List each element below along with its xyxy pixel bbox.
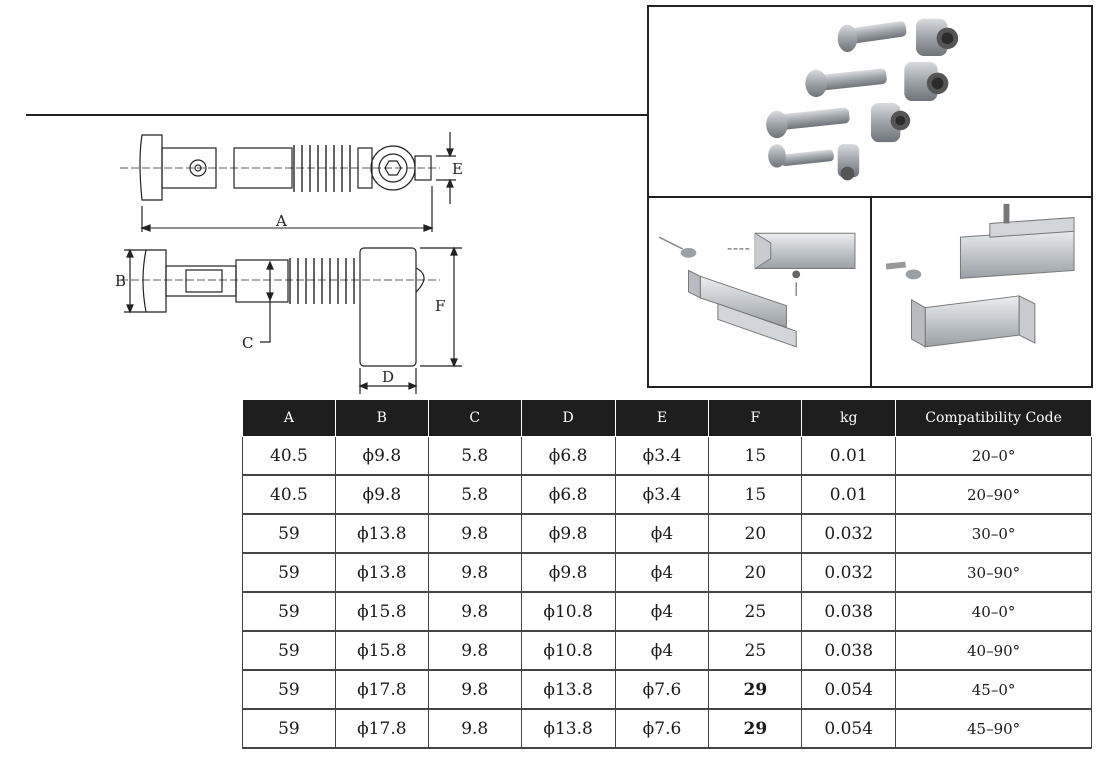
connector-part-1 <box>837 18 959 56</box>
assembly-illustration-left <box>647 196 872 388</box>
cell-d: ϕ10.8 <box>520 630 616 671</box>
cell-a: 40.5 <box>242 436 336 476</box>
cell-d: ϕ10.8 <box>520 591 616 632</box>
dim-label-c: C <box>242 334 253 352</box>
header-e: E <box>614 399 710 437</box>
cell-c: 9.8 <box>427 591 522 632</box>
cell-e: ϕ7.6 <box>614 669 710 710</box>
cell-c: 9.8 <box>427 630 522 671</box>
cell-c: 5.8 <box>427 474 522 515</box>
cell-e: ϕ4 <box>614 552 710 593</box>
cell-d: ϕ13.8 <box>520 708 616 749</box>
cell-f: 20 <box>708 513 803 554</box>
cell-compatibility-code: 30–0° <box>895 513 1092 554</box>
dim-label-a: A <box>275 212 287 230</box>
cell-compatibility-code: 30–90° <box>895 552 1092 593</box>
cell-b: ϕ13.8 <box>334 552 429 593</box>
cell-f: 20 <box>708 552 803 593</box>
cell-kg: 0.054 <box>801 708 897 749</box>
cell-a: 59 <box>242 591 336 632</box>
header-b: B <box>334 399 429 437</box>
cell-f: 29 <box>708 669 803 710</box>
cell-c: 5.8 <box>427 436 522 476</box>
header-kg: kg <box>801 399 897 437</box>
cell-kg: 0.038 <box>801 630 897 671</box>
cell-compatibility-code: 20–0° <box>895 436 1092 476</box>
cell-e: ϕ3.4 <box>614 436 710 476</box>
cell-f: 15 <box>708 436 803 476</box>
connector-part-3 <box>766 102 911 143</box>
cell-compatibility-code: 40–0° <box>895 591 1092 632</box>
cell-d: ϕ6.8 <box>520 436 616 476</box>
dim-label-e: E <box>452 160 463 178</box>
header-f: F <box>708 399 803 437</box>
cell-kg: 0.032 <box>801 513 897 554</box>
cell-d: ϕ9.8 <box>520 552 616 593</box>
cell-compatibility-code: 40–90° <box>895 630 1092 671</box>
cell-d: ϕ6.8 <box>520 474 616 515</box>
header-a: A <box>242 399 336 437</box>
connector-part-4 <box>768 144 860 181</box>
cell-f: 15 <box>708 474 803 515</box>
cell-compatibility-code: 45–90° <box>895 708 1092 749</box>
cell-b: ϕ13.8 <box>334 513 429 554</box>
cell-c: 9.8 <box>427 552 522 593</box>
table-header-row: A B C D E F kg Compatibility Code <box>242 399 1092 437</box>
cell-b: ϕ15.8 <box>334 630 429 671</box>
cell-b: ϕ15.8 <box>334 591 429 632</box>
cell-c: 9.8 <box>427 513 522 554</box>
cell-a: 59 <box>242 708 336 749</box>
cell-compatibility-code: 45–0° <box>895 669 1092 710</box>
cell-kg: 0.01 <box>801 474 897 515</box>
cell-f: 25 <box>708 630 803 671</box>
cell-e: ϕ4 <box>614 513 710 554</box>
cell-a: 59 <box>242 669 336 710</box>
cell-e: ϕ7.6 <box>614 708 710 749</box>
product-photo <box>647 5 1093 198</box>
cell-a: 59 <box>242 513 336 554</box>
cell-kg: 0.054 <box>801 669 897 710</box>
cell-e: ϕ4 <box>614 591 710 632</box>
cell-a: 59 <box>242 552 336 593</box>
cell-d: ϕ9.8 <box>520 513 616 554</box>
cell-f: 29 <box>708 708 803 749</box>
cell-kg: 0.01 <box>801 436 897 476</box>
cell-a: 59 <box>242 630 336 671</box>
dim-label-f: F <box>435 297 445 315</box>
cell-c: 9.8 <box>427 669 522 710</box>
dim-label-d: D <box>382 368 394 386</box>
cell-b: ϕ9.8 <box>334 436 429 476</box>
header-compatibility-code: Compatibility Code <box>895 399 1092 437</box>
cell-a: 40.5 <box>242 474 336 515</box>
cell-b: ϕ17.8 <box>334 708 429 749</box>
cell-b: ϕ17.8 <box>334 669 429 710</box>
cell-compatibility-code: 20–90° <box>895 474 1092 515</box>
technical-drawing: A B C D E F <box>110 120 480 398</box>
header-d: D <box>520 399 616 437</box>
horizontal-rule <box>26 114 648 116</box>
cell-f: 25 <box>708 591 803 632</box>
cell-c: 9.8 <box>427 708 522 749</box>
cell-b: ϕ9.8 <box>334 474 429 515</box>
cell-kg: 0.038 <box>801 591 897 632</box>
dim-label-b: B <box>115 272 126 290</box>
cell-kg: 0.032 <box>801 552 897 593</box>
header-c: C <box>427 399 522 437</box>
cell-d: ϕ13.8 <box>520 669 616 710</box>
cell-e: ϕ4 <box>614 630 710 671</box>
assembly-illustration-right <box>870 196 1093 388</box>
cell-e: ϕ3.4 <box>614 474 710 515</box>
connector-part-2 <box>805 61 949 102</box>
